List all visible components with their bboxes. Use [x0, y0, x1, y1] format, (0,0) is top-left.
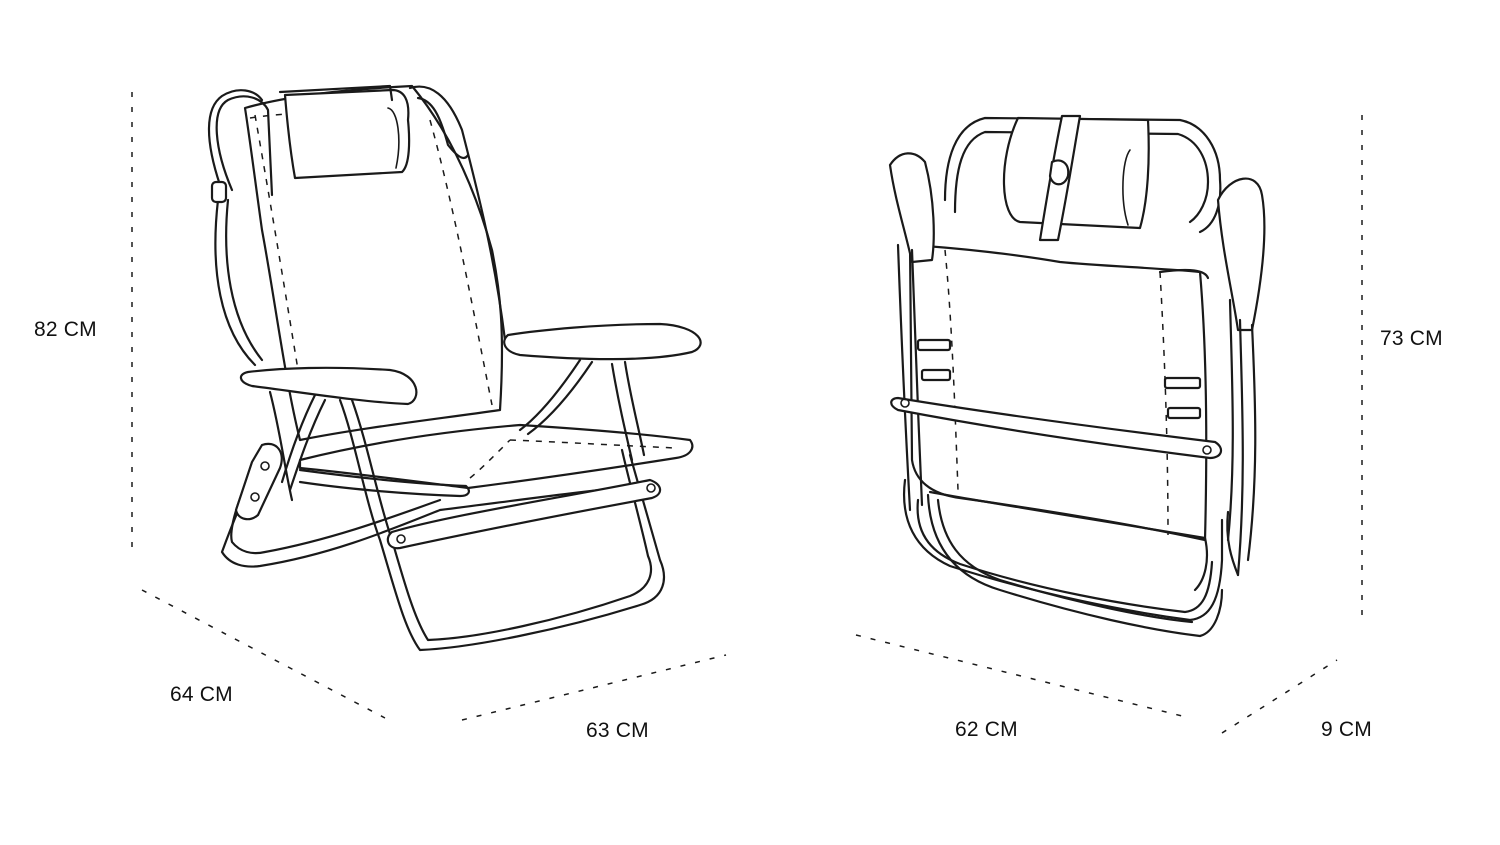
folded-width-label: 62 CM [955, 718, 1018, 741]
folded-thickness-line [1221, 659, 1338, 734]
folded-width-line [855, 634, 1183, 717]
folded-height-label: 73 CM [1380, 327, 1443, 350]
open-width-line [461, 654, 727, 721]
open-depth-label: 64 CM [170, 683, 233, 706]
open-height-label: 82 CM [34, 318, 97, 341]
open-depth-line [141, 589, 386, 719]
open-width-label: 63 CM [586, 719, 649, 742]
dimension-lines [131, 92, 1363, 734]
folded-thickness-label: 9 CM [1321, 718, 1372, 741]
folded-chair-drawing [888, 114, 1266, 638]
open-chair-drawing [207, 84, 702, 652]
